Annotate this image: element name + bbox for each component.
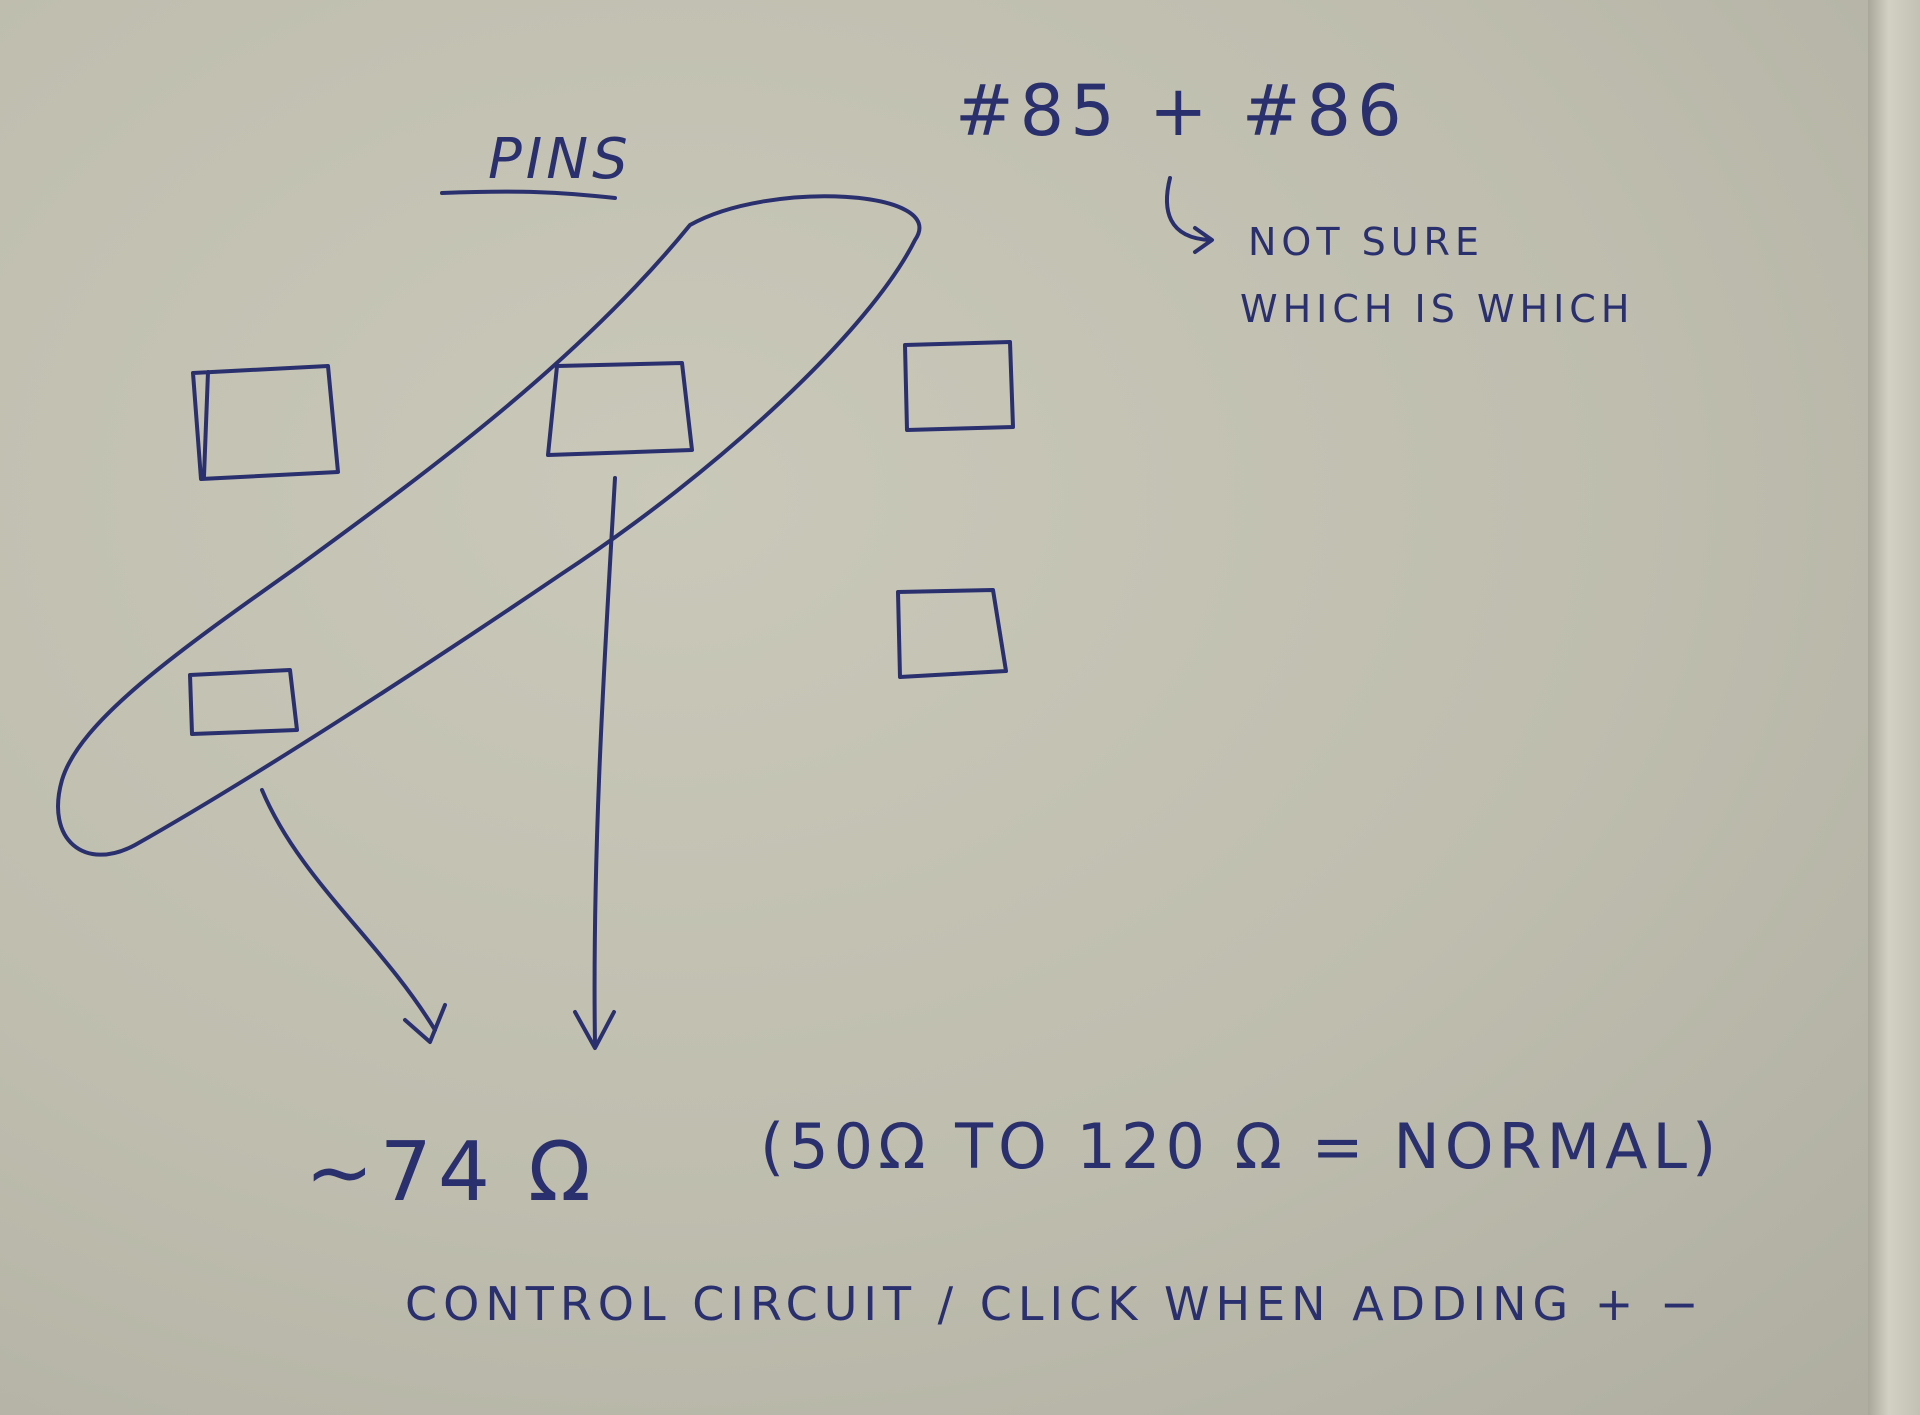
page-fold: [1868, 0, 1920, 1415]
resistance-range: (50Ω TO 120 Ω = NORMAL): [760, 1110, 1721, 1183]
note-hook-arrow: [1165, 176, 1212, 242]
pin-group-ellipse: [56, 194, 922, 857]
pin-note-line1: NOT SURE: [1248, 220, 1484, 264]
pin-box-bottom-left: [188, 668, 299, 736]
arrowhead-middle: [573, 1010, 616, 1050]
pin-numbers-label: #85 + #86: [955, 70, 1408, 152]
arrow-from-bottom-left-pin: [260, 788, 437, 1032]
pin-box-top-middle: [546, 361, 694, 457]
note-hook-arrowhead: [1193, 226, 1214, 254]
title-underline: [440, 189, 617, 200]
pin-box-top-right: [903, 340, 1015, 432]
resistance-main: ~74 Ω: [305, 1125, 597, 1220]
arrowhead-left: [403, 1003, 447, 1044]
pin-box-top-left: [191, 364, 340, 481]
pin-box-middle-right: [896, 588, 1008, 679]
title-pins: PINS: [488, 127, 632, 192]
bottom-note: CONTROL CIRCUIT / CLICK WHEN ADDING + −: [405, 1277, 1704, 1331]
pin-note-line2: WHICH IS WHICH: [1240, 287, 1634, 331]
arrow-from-middle-pin: [592, 476, 617, 1047]
